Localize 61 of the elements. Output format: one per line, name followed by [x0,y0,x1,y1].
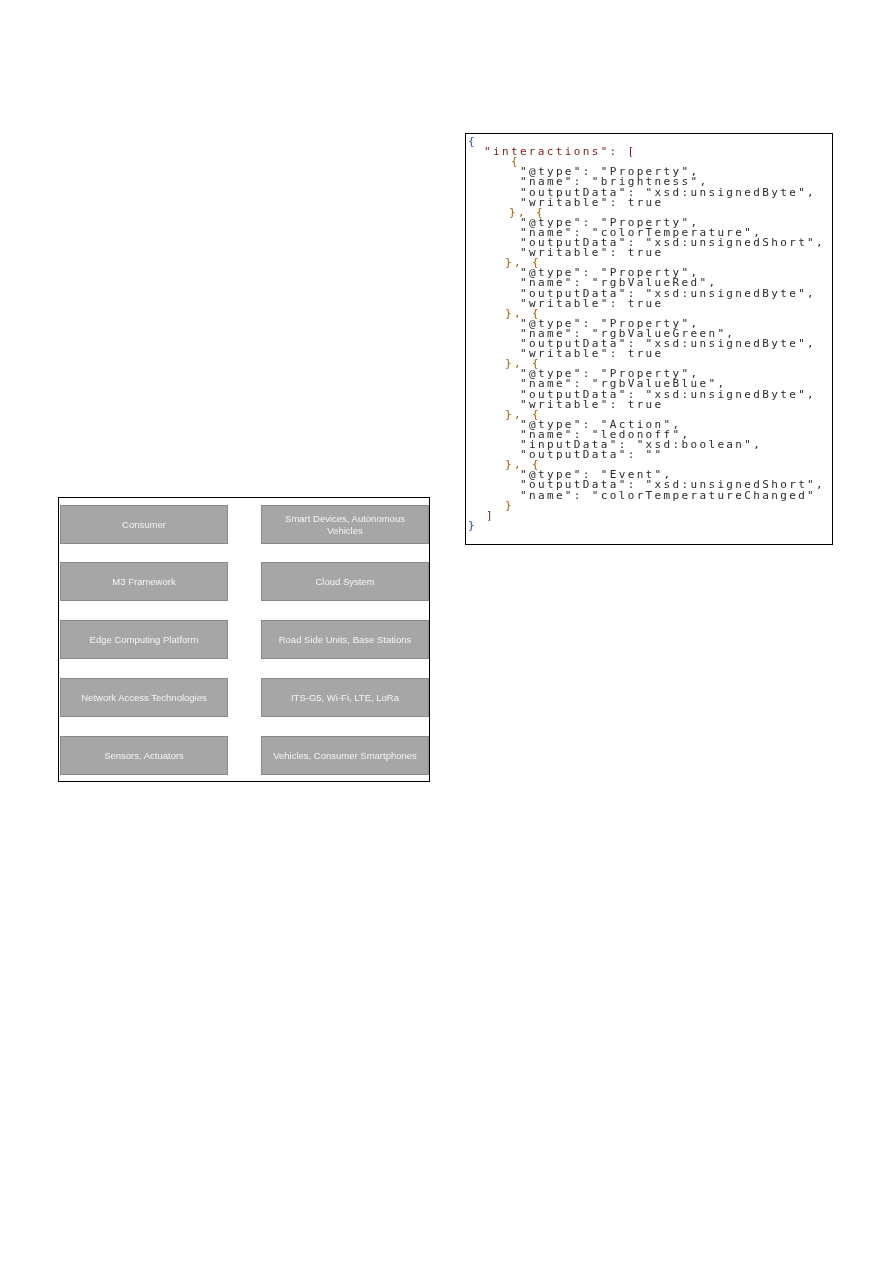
layer-box [261,562,429,601]
layer-box [60,505,228,544]
code-line: "outputData": "xsd:unsignedByte", [520,288,817,299]
code-line: "outputData": "" [520,450,664,461]
code-line: "name": "brightness", [520,177,709,188]
code-line: "@type": "Property", [520,369,700,380]
layer-box [261,678,429,717]
code-panel [465,133,833,545]
code-line: "outputData": "xsd:unsignedByte", [520,389,817,400]
code-line: "name": "colorTemperature", [520,227,763,238]
code-line: }, { [505,359,541,370]
layer-box [261,620,429,659]
layer-label: Consumer [122,518,166,531]
layer-label: Smart Devices, Autonomous Vehicles [284,512,406,537]
code-line: }, { [505,258,541,269]
layer-box [60,736,228,775]
layer-box [261,736,429,775]
layer-box [60,678,228,717]
layer-label: Road Side Units, Base Stations [278,633,412,646]
layer-label: Vehicles, Consumer Smartphones [273,749,417,762]
layer-box [261,505,429,544]
layer-label: Cloud System [315,575,375,588]
layer-label: M3 Framework [112,575,176,588]
code-line: } [505,500,514,511]
code-line: "interactions": [ [484,147,637,158]
code-line: ] [486,510,495,521]
code-line: "inputData": "xsd:boolean", [520,440,763,450]
code-line: "name": "rgbValueRed", [520,278,718,289]
code-line: { [511,157,520,168]
diagram-frame [58,497,430,782]
code-line: { [468,137,477,147]
code-line: "@type": "Property", [520,318,700,329]
code-line: "writable": true [520,349,664,360]
code-line: "@type": "Event", [520,470,673,481]
code-line: "name": "rgbValueBlue", [520,379,727,390]
layer-label: Edge Computing Platform [89,633,199,646]
code-line: "writable": true [520,248,664,259]
code-line: "outputData": "xsd:unsignedByte", [520,187,817,198]
code-line: "@type": "Property", [520,268,700,279]
code-line: }, { [505,460,541,471]
code-line: "name": "rgbValueGreen", [520,328,736,339]
code-line: "@type": "Property", [520,167,700,178]
code-line: "@type": "Action", [520,419,682,430]
code-line: }, { [509,207,545,218]
code-line: } [468,520,477,531]
code-line: "outputData": "xsd:unsignedByte", [520,339,817,349]
code-line: "writable": true [520,197,664,208]
code-line: "writable": true [520,298,664,309]
layer-label: ITS-G5, Wi-Fi, LTE, LoRa [290,691,399,704]
layer-label: Network Access Technologies [81,691,207,704]
code-line: }, { [505,308,541,319]
layer-box [60,562,228,601]
code-line: }, { [505,409,541,420]
code-line: "@type": "Property", [520,217,700,228]
code-line: "outputData": "xsd:unsignedShort", [520,238,826,248]
layer-label: Sensors, Actuators [104,749,184,762]
code-line: "writable": true [520,399,664,410]
code-line: "name": "colorTemperatureChanged" [520,490,817,501]
layer-box [60,620,228,659]
code-line: "name": "ledonoff", [520,429,691,440]
code-line: "outputData": "xsd:unsignedShort", [520,480,826,491]
